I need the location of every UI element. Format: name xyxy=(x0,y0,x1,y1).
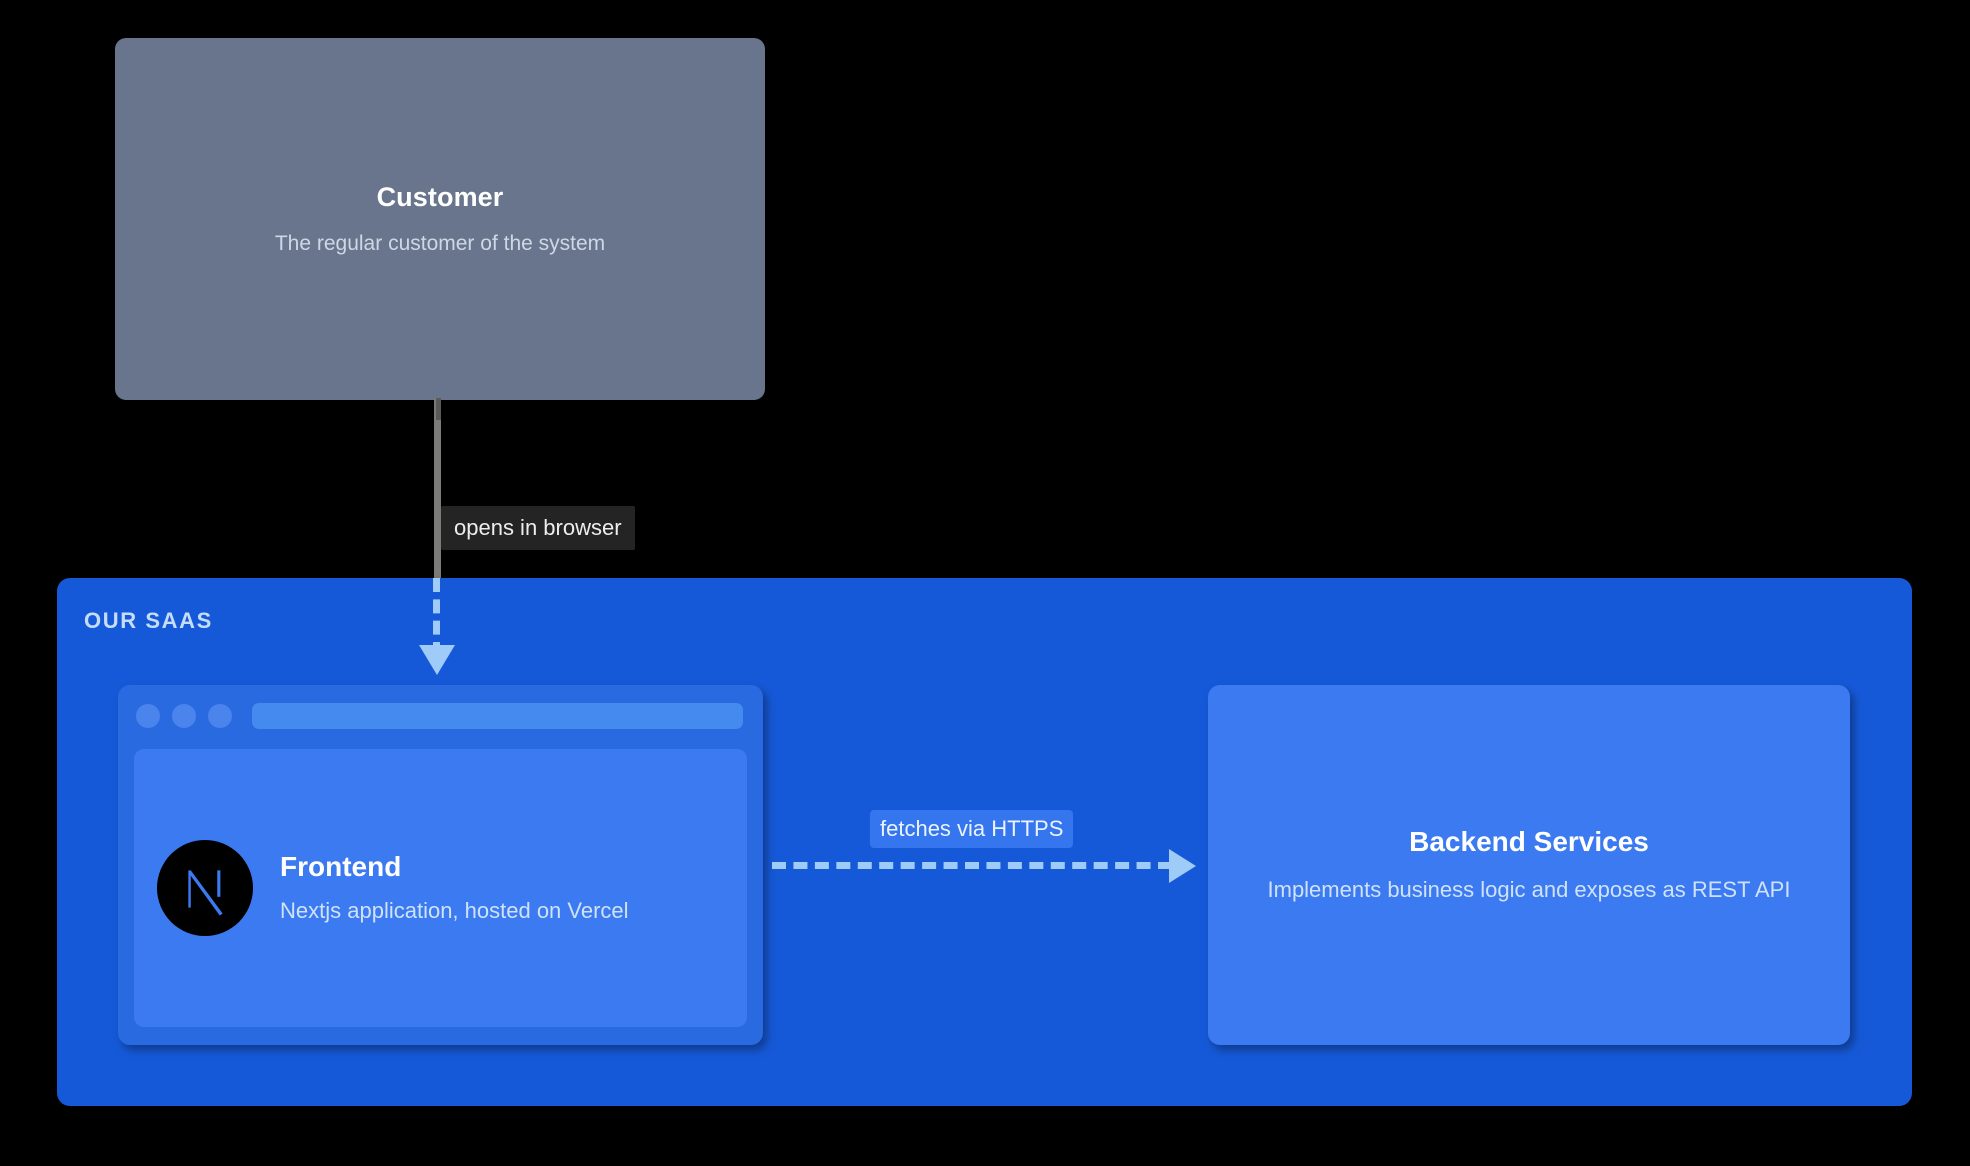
browser-chrome xyxy=(118,685,763,747)
nextjs-logo-icon xyxy=(156,839,254,937)
connector-frontend-backend-dashed xyxy=(772,862,1172,869)
node-backend-services-title: Backend Services xyxy=(1409,826,1649,858)
connector-customer-frontend-solid xyxy=(434,398,441,580)
node-customer-title: Customer xyxy=(376,182,504,213)
edge-label-opens-in-browser: opens in browser xyxy=(441,506,635,550)
browser-dot-maximize-icon xyxy=(208,704,232,728)
connector-frontend-backend-arrowhead xyxy=(1169,849,1196,883)
node-customer[interactable]: Customer The regular customer of the sys… xyxy=(115,38,765,400)
node-customer-description: The regular customer of the system xyxy=(274,231,606,255)
connector-customer-frontend-dashed xyxy=(433,578,440,656)
node-frontend-title: Frontend xyxy=(280,850,402,882)
connector-customer-frontend-arrowhead xyxy=(419,645,455,675)
node-frontend-description: Nextjs application, hosted on Vercel xyxy=(280,897,629,923)
node-frontend-text: Frontend Nextjs application, hosted on V… xyxy=(280,851,747,926)
node-frontend-browser-window[interactable]: Frontend Nextjs application, hosted on V… xyxy=(118,685,763,1045)
browser-address-bar xyxy=(252,703,743,729)
boundary-our-saas-label: OUR SAAS xyxy=(84,608,213,633)
browser-dot-minimize-icon xyxy=(172,704,196,728)
browser-dot-close-icon xyxy=(136,704,160,728)
node-backend-services[interactable]: Backend Services Implements business log… xyxy=(1208,685,1850,1045)
node-frontend[interactable]: Frontend Nextjs application, hosted on V… xyxy=(134,749,747,1027)
connector-customer-frontend-origin xyxy=(436,398,441,420)
node-backend-services-description: Implements business logic and exposes as… xyxy=(1267,876,1791,902)
edge-label-fetches-via-https: fetches via HTTPS xyxy=(870,810,1074,848)
